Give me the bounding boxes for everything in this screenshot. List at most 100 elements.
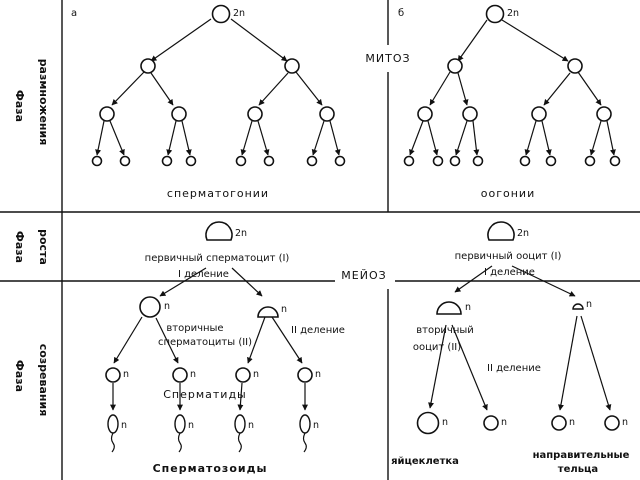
spermatogonium — [185, 155, 197, 167]
ploidy-label: n — [121, 420, 127, 431]
oogonium — [449, 155, 461, 167]
oogonium — [584, 155, 596, 167]
spermatogonium — [263, 155, 275, 167]
spermatogonium — [91, 155, 103, 167]
ploidy-label: n — [188, 420, 194, 431]
egg-cell-label: яйцеклетка — [391, 456, 459, 467]
phase-growth-word: Фаза — [13, 231, 26, 263]
oogonia-label: оогонии — [481, 187, 535, 200]
ploidy-label: n — [622, 417, 628, 428]
phase-reproduction-word: Фаза — [13, 90, 26, 122]
oogonium — [519, 155, 531, 167]
polar-body — [551, 415, 567, 431]
spermatozoa-label: Сперматозоиды — [153, 462, 268, 475]
spermatogonium — [235, 155, 247, 167]
ploidy-label: n — [281, 304, 287, 315]
secondary-spermatocytes-label-line1: вторичные — [166, 323, 223, 334]
ploidy-label: n — [315, 369, 321, 380]
secondary-spermatocytes-label-line2: сперматоциты (II) — [158, 337, 252, 348]
ploidy-label: n — [586, 299, 592, 310]
oogonia-tree: 2n — [403, 4, 621, 167]
polar-bodies-label-line1: направительные — [533, 450, 630, 461]
oogonium — [596, 106, 612, 122]
egg-cell — [416, 411, 440, 435]
spermatogonium — [161, 155, 173, 167]
phase-reproduction-name: размножения — [37, 59, 50, 146]
oogonium — [531, 106, 547, 122]
spermatogonium — [171, 106, 187, 122]
polar-body — [604, 415, 620, 431]
ploidy-label: n — [569, 417, 575, 428]
panel-label-right: б — [398, 8, 404, 19]
phase-maturation-word: Фаза — [13, 360, 26, 392]
oogonium — [472, 155, 484, 167]
spermatogonia-tree: 2n — [91, 4, 346, 167]
phase-maturation-name: созревания — [37, 344, 50, 417]
oogonium — [447, 58, 463, 74]
phase-growth-name: роста — [37, 229, 50, 265]
spermatozoon: n — [234, 414, 254, 453]
primary-spermatocyte: 2n — [205, 221, 247, 241]
oogonium — [609, 155, 621, 167]
primary-spermatocyte-cell — [205, 221, 233, 241]
spermatogonium — [334, 155, 346, 167]
ploidy-label: 2n — [507, 8, 519, 19]
spermatogonium-stem-cell — [211, 4, 231, 24]
spermatogonia-label: сперматогонии — [167, 187, 269, 200]
ploidy-label: n — [123, 369, 129, 380]
oogonium — [567, 58, 583, 74]
primary-oocyte-cell — [487, 221, 515, 241]
ploidy-label: n — [253, 369, 259, 380]
second-polar-body — [483, 415, 499, 431]
spermatid — [105, 367, 121, 383]
first-division-label: I деление — [178, 269, 229, 280]
spermatozoon: n — [299, 414, 319, 453]
spermatogonium — [140, 58, 156, 74]
secondary-oocyte-cell — [436, 301, 462, 315]
ploidy-label: n — [313, 420, 319, 431]
ploidy-label: 2n — [233, 8, 245, 19]
mitosis-label: МИТОЗ — [365, 52, 410, 65]
spermatogonium — [319, 106, 335, 122]
oocyte-first-division-label: I деление — [484, 267, 535, 278]
spermatogonium — [99, 106, 115, 122]
spermatogonium — [306, 155, 318, 167]
primary-spermatocyte-label: первичный сперматоцит (I) — [145, 253, 290, 264]
oogonium-stem-cell — [485, 4, 505, 24]
spermatozoon: n — [107, 414, 127, 453]
meiosis-label: МЕЙОЗ — [341, 269, 386, 282]
secondary-spermatocyte — [139, 296, 161, 318]
oogonium — [462, 106, 478, 122]
phase-labels: Фаза размножения Фаза роста Фаза созрева… — [13, 59, 50, 417]
secondary-spermatocyte — [257, 306, 279, 318]
secondary-oocyte-label-line1: вторичный — [416, 325, 474, 336]
second-division-label: II деление — [291, 325, 345, 336]
ploidy-label: n — [248, 420, 254, 431]
oogonium — [432, 155, 444, 167]
ploidy-label: n — [442, 417, 448, 428]
polar-bodies-label-line2: тельца — [558, 464, 598, 475]
ploidy-label: n — [465, 302, 471, 313]
primary-oocyte: 2n — [487, 221, 529, 241]
spermatogonium — [284, 58, 300, 74]
ploidy-label: 2n — [235, 228, 247, 239]
ploidy-label: n — [501, 417, 507, 428]
spermatogenesis-meiosis: I деление n n вторичные сперматоциты (II… — [105, 267, 345, 475]
spermatid — [172, 367, 188, 383]
oogonium — [403, 155, 415, 167]
panel-label-left: а — [71, 8, 77, 19]
oogenesis-meiosis: I деление n n вторичный ооцит (II) II де… — [391, 265, 630, 475]
spermatid — [297, 367, 313, 383]
secondary-oocyte-label-line2: ооцит (II) — [413, 342, 461, 353]
spermatogonium — [119, 155, 131, 167]
oogonium — [545, 155, 557, 167]
spermatogonium — [247, 106, 263, 122]
ploidy-label: 2n — [517, 228, 529, 239]
spermatids-label: Сперматиды — [163, 388, 247, 401]
primary-oocyte-label: первичный ооцит (I) — [455, 251, 562, 262]
spermatozoon: n — [174, 414, 194, 453]
oocyte-second-division-label: II деление — [487, 363, 541, 374]
